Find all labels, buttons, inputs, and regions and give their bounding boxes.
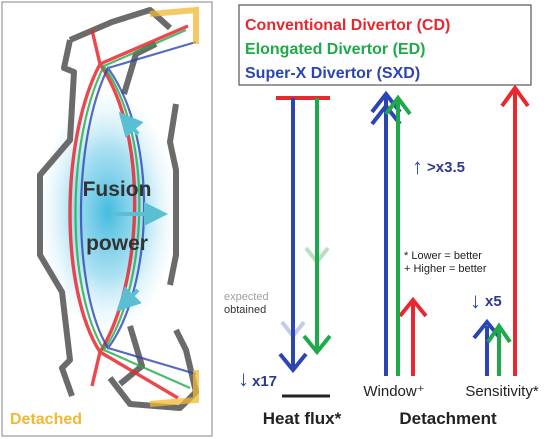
axis-label-window: Window⁺ <box>363 383 424 400</box>
factor-sensitivity: x5 <box>485 293 502 310</box>
heat-flux-group: expected obtained ↓ x17 Heat flux* <box>224 96 342 428</box>
detached-glow-top <box>149 6 199 44</box>
down-arrow-icon-sensitivity: ↓ <box>470 288 481 313</box>
legend-item-sxd: Super-X Divertor (SXD) <box>245 65 420 82</box>
power-flow-arrow-upper <box>118 111 144 138</box>
obtained-label: obtained <box>224 304 266 316</box>
detached-glow-bottom <box>149 370 199 407</box>
separatrix-ed <box>74 28 191 390</box>
note-lower-better: * Lower = better <box>404 250 482 262</box>
heat-flux-arrowhead-ed <box>302 334 332 356</box>
axis-label-detachment: Detachment <box>399 409 497 428</box>
heat-flux-arrowhead-sxd <box>278 352 308 374</box>
window-arrowhead-sxd-2 <box>370 102 402 126</box>
expected-label: expected <box>224 291 269 303</box>
factor-heat-flux: x17 <box>252 373 277 390</box>
sensitivity-arrowhead-cd <box>500 84 530 108</box>
tokamak-wall <box>37 7 199 411</box>
sensitivity-arrowhead-ed <box>486 322 512 344</box>
window-group: ↑ >x3.5 * Lower = better + Higher = bett… <box>363 90 487 400</box>
axis-label-heat-flux: Heat flux* <box>263 409 342 428</box>
legend-item-ed: Elongated Divertor (ED) <box>245 41 425 58</box>
window-arrowhead-cd <box>398 296 428 318</box>
legend-item-cd: Conventional Divertor (CD) <box>245 17 450 34</box>
fusion-label-line1: Fusion <box>83 178 152 201</box>
axis-label-sensitivity: Sensitivity* <box>465 383 539 400</box>
separatrix-sxd <box>79 40 197 376</box>
window-arrowhead-ed <box>384 94 412 116</box>
legend-box <box>238 4 532 86</box>
sensitivity-group: ↓ x5 Sensitivity* <box>465 84 539 400</box>
tokamak-panel: Fusion power Detached <box>1 1 213 437</box>
up-arrow-icon-window: ↑ <box>412 154 423 179</box>
window-arrowhead-sxd-1 <box>370 90 402 114</box>
legend: Conventional Divertor (CD) Elongated Div… <box>238 4 532 86</box>
separatrix-cd <box>68 24 189 400</box>
fusion-label-line2: power <box>86 232 148 255</box>
inner-baffle-top <box>121 41 158 95</box>
factor-window: >x3.5 <box>427 159 465 176</box>
detached-label: Detached <box>10 411 82 428</box>
down-arrow-icon-heat: ↓ <box>238 366 249 391</box>
note-higher-better: + Higher = better <box>404 263 487 275</box>
power-flow-arrow-lower <box>116 286 142 312</box>
